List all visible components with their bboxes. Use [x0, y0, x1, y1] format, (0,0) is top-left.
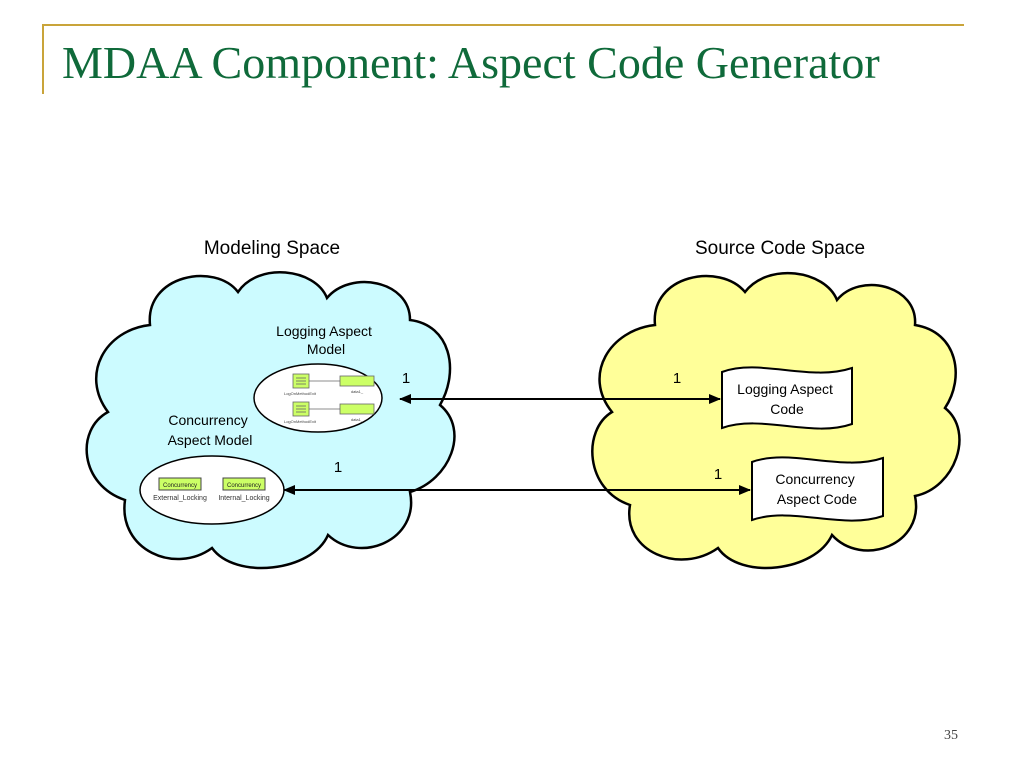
- concurrency-aspect-model-label-line2: Aspect Model: [168, 432, 253, 448]
- concurrency-block-internal-caption: Internal_Locking: [218, 495, 269, 502]
- concurrency-aspect-code-line2: Aspect Code: [777, 491, 857, 507]
- title-rule-vertical: [42, 24, 44, 94]
- modeling-space-label: Modeling Space: [204, 238, 340, 259]
- concurrency-model-thumbnail: Concurrency External_Locking Concurrency…: [153, 477, 270, 502]
- logging-aspect-model-label-line1: Logging Aspect: [276, 323, 372, 339]
- log-method-caption-bottom: LogOnMethodExit: [284, 419, 317, 424]
- concurrency-aspect-code-line1: Concurrency: [775, 471, 854, 487]
- source-code-space-label: Source Code Space: [695, 238, 865, 259]
- concurrency-aspect-model-label-line1: Concurrency: [168, 412, 247, 428]
- concurrency-block-external-caption: External_Locking: [153, 495, 207, 502]
- concurrency-multiplicity-left: 1: [334, 459, 342, 476]
- slide-title: MDAA Component: Aspect Code Generator: [62, 37, 880, 88]
- logging-aspect-code-line2: Code: [770, 401, 804, 417]
- concurrency-block-internal: [222, 477, 266, 491]
- logging-multiplicity-right: 1: [673, 370, 681, 387]
- concurrency-multiplicity-right: 1: [714, 466, 722, 483]
- logging-aspect-model-label: Logging Aspect Model: [276, 323, 376, 357]
- concurrency-aspect-code-document: [751, 456, 884, 522]
- concurrency-block-external: [158, 477, 202, 491]
- logging-aspect-code-label: Logging Aspect Code: [737, 381, 837, 417]
- page-number: 35: [944, 728, 958, 743]
- concurrency-aspect-model-label: Concurrency Aspect Model: [168, 412, 253, 448]
- title-rule-horizontal: [42, 24, 964, 26]
- log-node-top: [339, 375, 375, 387]
- logging-aspect-code-line1: Logging Aspect: [737, 381, 833, 397]
- concurrency-block-external-text: Concurrency: [163, 483, 197, 489]
- log-node-bottom-label: data1_: [351, 417, 364, 422]
- log-node-bottom: [339, 403, 375, 415]
- logging-aspect-code-document: [721, 366, 853, 430]
- logging-multiplicity-left: 1: [402, 370, 410, 387]
- logging-aspect-model-label-line2: Model: [307, 341, 345, 357]
- logging-model-thumbnail: LogOnMethodExit data1_ LogOnMethodExit d…: [284, 373, 375, 424]
- log-node-top-label: data1_: [351, 389, 364, 394]
- concurrency-block-internal-text: Concurrency: [227, 483, 261, 489]
- log-method-caption-top: LogOnMethodExit: [284, 391, 317, 396]
- concurrency-aspect-code-label: Concurrency Aspect Code: [775, 471, 858, 507]
